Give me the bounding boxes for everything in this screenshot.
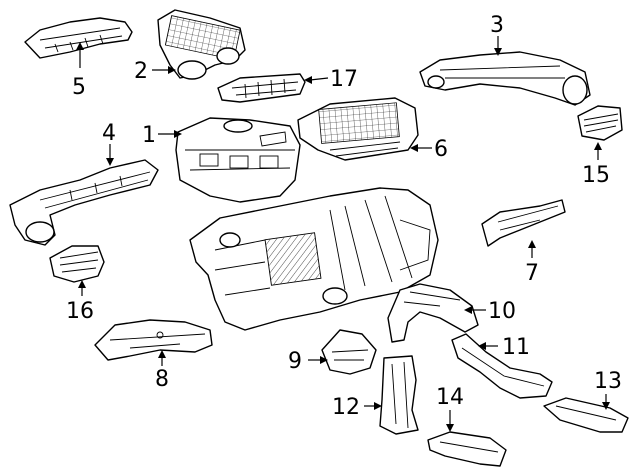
callout-13: 13 <box>594 369 622 394</box>
callout-1: 1 <box>142 123 156 148</box>
callout-3: 3 <box>490 13 504 38</box>
part-6-evaporator <box>297 97 419 161</box>
leader-lines <box>76 36 610 432</box>
part-12-duct <box>379 355 419 435</box>
part-11-duct <box>451 333 553 399</box>
callout-15: 15 <box>582 163 610 188</box>
callout-7: 7 <box>525 261 539 286</box>
callout-8: 8 <box>155 367 169 392</box>
callout-6: 6 <box>434 137 448 162</box>
part-5-duct <box>24 17 133 59</box>
callout-12: 12 <box>332 395 360 420</box>
callout-11: 11 <box>502 335 530 360</box>
callout-labels: 1 2 3 4 5 6 7 8 9 10 11 12 13 14 15 16 1… <box>66 13 622 420</box>
part-10-duct <box>387 283 479 343</box>
part-9-duct <box>321 329 377 375</box>
part-1-upper-case <box>175 117 301 203</box>
part-16-vent <box>49 245 105 283</box>
part-4-duct <box>9 159 159 246</box>
callout-5: 5 <box>72 75 86 100</box>
callout-10: 10 <box>488 299 516 324</box>
part-15-vent <box>577 105 623 141</box>
callout-14: 14 <box>436 385 464 410</box>
main-hvac-unit <box>189 187 439 331</box>
part-2-blower-housing <box>157 9 246 80</box>
part-3-duct <box>419 51 591 106</box>
part-14-tray <box>427 431 507 467</box>
callout-9: 9 <box>288 349 302 374</box>
part-7-bracket <box>481 199 566 247</box>
part-8-bracket <box>94 319 213 361</box>
callout-17: 17 <box>330 67 358 92</box>
part-17-cover <box>217 73 306 103</box>
part-13-tray <box>543 397 629 433</box>
callout-2: 2 <box>134 59 148 84</box>
callout-4: 4 <box>102 121 116 146</box>
callout-16: 16 <box>66 299 94 324</box>
